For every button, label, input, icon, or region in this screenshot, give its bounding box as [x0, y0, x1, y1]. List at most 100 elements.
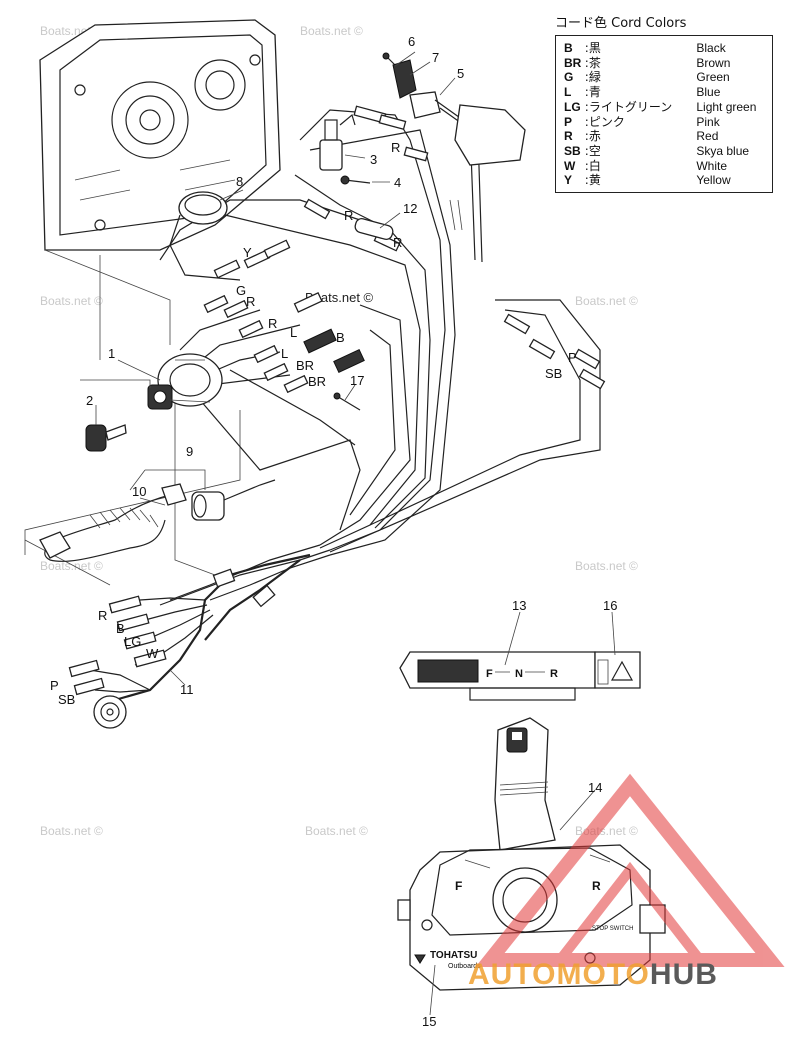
screw-part-4	[340, 175, 371, 185]
legend-code: L	[564, 85, 572, 100]
legend-jp: :青	[584, 85, 601, 100]
legend-en: Red	[696, 129, 719, 144]
logo-triangle	[475, 773, 785, 967]
screw-part-6	[382, 52, 396, 66]
legend-code: B	[564, 41, 573, 55]
callout-14: 14	[588, 780, 602, 795]
legend-row: L :青 Blue	[564, 85, 772, 100]
legend-row: W :白 White	[564, 159, 772, 174]
callout-5: 5	[457, 66, 464, 81]
legend-row: Y :黄 Yellow	[564, 173, 772, 188]
legend-jp: :緑	[584, 70, 601, 85]
wire-label-g: G	[236, 283, 246, 298]
legend-jp: :白	[584, 158, 601, 173]
legend-en: Light green	[696, 99, 757, 114]
callout-1: 1	[108, 346, 115, 361]
legend-row: G :緑 Green	[564, 70, 772, 85]
callout-6: 6	[408, 34, 415, 49]
wire-label-r: R	[98, 608, 107, 623]
legend-jp: :空	[584, 143, 601, 158]
legend-en: Skya blue	[696, 143, 750, 158]
wire-label-p: P	[568, 350, 577, 365]
legend-en: Black	[696, 41, 726, 55]
control-f-label: F	[455, 879, 462, 893]
shift-indicator-part-13: F N R	[399, 651, 596, 701]
stop-switch-part-9	[191, 479, 276, 521]
callout-7: 7	[432, 50, 439, 65]
callout-17: 17	[350, 373, 364, 388]
legend-jp: :ライトグリーン	[584, 99, 673, 114]
legend-en: Yellow	[696, 173, 731, 188]
legend-code: BR	[564, 55, 582, 70]
wire-label-r: R	[393, 235, 402, 250]
automotohub-logo: AUTOMOTOHUB	[468, 958, 718, 992]
callout-2: 2	[86, 393, 93, 408]
watermark: Boats.net ©	[575, 294, 638, 308]
control-box-housing	[39, 19, 281, 251]
legend-code: W	[564, 158, 576, 173]
legend-code: P	[564, 114, 573, 129]
legend-row: B :黒 Black	[564, 41, 772, 56]
bracket-part-7	[392, 59, 417, 99]
stop-switch-label: STOP SWITCH	[592, 926, 633, 932]
wire-label-lg: LG	[124, 634, 141, 649]
legend-en: White	[696, 158, 728, 173]
callout-16: 16	[603, 598, 617, 613]
wire-label-w: W	[146, 646, 159, 661]
wire-label-l: L	[281, 346, 288, 361]
wire-label-r: R	[391, 140, 400, 155]
legend-code: LG	[564, 99, 581, 114]
legend-row: SB:空 Skya blue	[564, 144, 772, 159]
callout-10: 10	[132, 484, 146, 499]
control-handle-part-14	[494, 717, 556, 851]
legend-en: Pink	[696, 114, 720, 129]
callout-4: 4	[394, 175, 401, 190]
legend-code: Y	[564, 173, 573, 188]
wire-label-br: BR	[296, 358, 314, 373]
callout-11: 11	[180, 682, 194, 697]
wire-labels: R R R Y G R R L L B BR BR P SB R B LG W …	[50, 140, 577, 707]
watermark: Boats.net ©	[575, 559, 638, 573]
watermark: Boats.net ©	[40, 824, 103, 838]
legend-jp: :黒	[584, 41, 601, 55]
legend-en: Green	[696, 70, 730, 85]
shift-r-label: R	[550, 668, 558, 680]
legend-code: G	[564, 70, 574, 85]
watermark: Boats.net ©	[300, 24, 363, 38]
control-r-label: R	[592, 879, 601, 893]
logo-part-1: AUTOMOTO	[468, 958, 650, 991]
legend-jp: :赤	[584, 129, 601, 144]
wire-label-b: B	[336, 330, 345, 345]
legend-jp: :黄	[584, 173, 601, 188]
legend-row: P :ピンク Pink	[564, 115, 772, 130]
legend-en: Blue	[696, 85, 721, 100]
callout-numbers: 1 2 3 4 5 6 7 8 9 10 11 12 13 14 15 16 1…	[86, 34, 617, 1029]
logo-part-2: HUB	[649, 958, 718, 991]
wire-label-sb: SB	[545, 366, 562, 381]
wire-label-r: R	[344, 208, 353, 223]
callout-3: 3	[370, 152, 377, 167]
pin-part-17	[333, 392, 361, 411]
ignition-switch	[147, 353, 223, 410]
ignition-key	[85, 424, 127, 452]
watermark: Boats.net ©	[40, 559, 103, 573]
shift-f-label: F	[486, 668, 493, 680]
legend-jp: :ピンク	[584, 114, 625, 129]
wire-label-br: BR	[308, 374, 326, 389]
legend-en: Brown	[696, 55, 731, 70]
leader-lines	[24, 249, 241, 586]
relay-part-3	[319, 113, 356, 171]
stop-panel-part-16	[594, 651, 641, 689]
wire-label-p: P	[50, 678, 59, 693]
buzzer-part-8	[169, 191, 241, 281]
wire-label-y: Y	[243, 245, 252, 260]
legend-code: SB	[564, 143, 581, 158]
callout-8: 8	[236, 174, 243, 189]
harness-main-cable	[68, 553, 311, 729]
callout-12: 12	[403, 201, 417, 216]
wire-label-sb: SB	[58, 692, 75, 707]
wire-label-r: R	[246, 294, 255, 309]
